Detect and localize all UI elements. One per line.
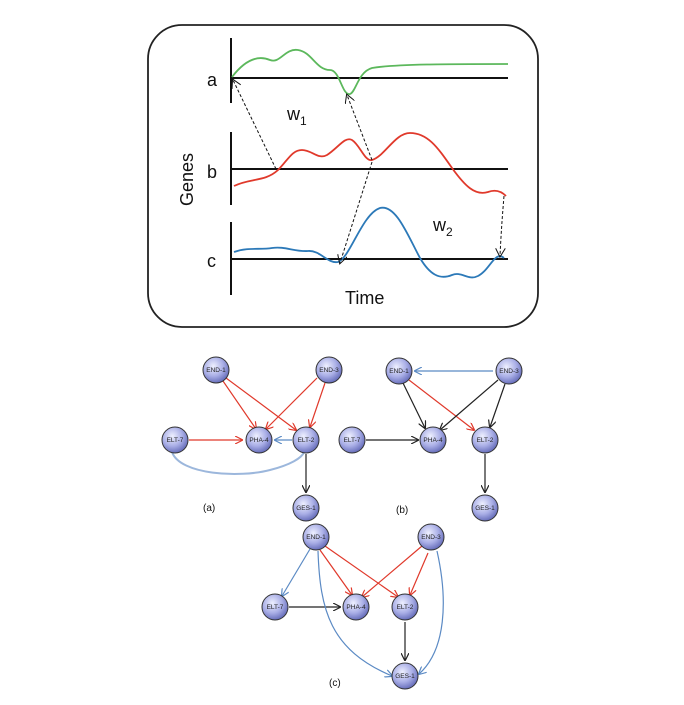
node-b-elt7: [338, 426, 366, 454]
node-a-elt7: [161, 426, 189, 454]
caption-c: (c): [329, 678, 341, 689]
node-c-end1-label: END-1: [306, 534, 326, 541]
dashed-arrow-b-to-a: [233, 80, 277, 170]
edge-b-end3-pha4: [440, 379, 499, 430]
weight-label-w2: w2: [432, 215, 453, 239]
node-c-pha4-label: PHA-4: [346, 604, 366, 611]
node-b-ges1-label: GES-1: [475, 505, 495, 512]
node-b-ges1: [471, 494, 499, 522]
node-c-ges1-label: GES-1: [395, 673, 415, 680]
caption-a: (a): [203, 503, 215, 514]
dashed-arrow-b-to-a-2: [347, 95, 373, 161]
node-b-elt2: [471, 426, 499, 454]
node-c-elt7-label: ELT-7: [267, 604, 284, 611]
w2-subscript: 2: [446, 225, 453, 239]
node-c-ges1: [391, 662, 419, 690]
edge-c-end3-pha4: [362, 545, 423, 597]
edge-c-end1-elt7: [282, 548, 311, 596]
node-b-end1-label: END-1: [389, 368, 409, 375]
node-c-pha4: [342, 593, 370, 621]
x-axis-label: Time: [345, 288, 384, 308]
node-a-elt7-label: ELT-7: [167, 437, 184, 444]
node-a-end1-label: END-1: [206, 367, 226, 374]
edge-c-end3-elt2: [410, 552, 429, 595]
curve-gene-b: [233, 132, 507, 197]
node-c-end1: [302, 523, 330, 551]
node-c-end3-label: END-3: [421, 534, 441, 541]
edge-c-end3-ges1-curve: [419, 550, 444, 674]
edge-a-elt7-elt2-curve: [171, 451, 305, 475]
edge-b-end1-elt2: [408, 379, 474, 430]
gene-label-c: c: [207, 251, 216, 271]
caption-b: (b): [396, 505, 408, 516]
gene-label-b: b: [207, 162, 217, 182]
node-c-elt2-label: ELT-2: [397, 604, 414, 611]
time-series-panel: a b c Genes Time w1 w2: [147, 24, 539, 328]
node-b-end1: [385, 357, 413, 385]
gene-label-a: a: [207, 70, 218, 90]
node-b-end3-label: END-3: [499, 368, 519, 375]
edge-b-end3-elt2: [490, 383, 506, 427]
node-b-pha4-label: PHA-4: [423, 437, 443, 444]
w1-subscript: 1: [300, 114, 307, 128]
node-b-end3: [495, 357, 523, 385]
w1-base: w: [286, 104, 301, 124]
node-b-pha4: [419, 426, 447, 454]
node-c-end3: [417, 523, 445, 551]
node-b-elt7-label: ELT-7: [344, 437, 361, 444]
node-c-elt2: [391, 593, 419, 621]
network-b: END-1 END-3 ELT-7 PHA-4 ELT-2 GES-1 (b): [338, 357, 523, 522]
edge-c-end1-pha4: [319, 549, 352, 595]
network-c: END-1 END-3 ELT-7 PHA-4 ELT-2 GES-1 (c): [261, 523, 445, 690]
node-a-pha4-label: PHA-4: [249, 437, 269, 444]
node-c-elt7: [261, 593, 289, 621]
node-a-end3: [315, 356, 343, 384]
curve-gene-c: [233, 207, 505, 279]
node-a-ges1-label: GES-1: [296, 505, 316, 512]
y-axis-label: Genes: [177, 153, 197, 206]
dashed-arrow-b-to-c: [340, 161, 373, 263]
node-b-elt2-label: ELT-2: [477, 437, 494, 444]
node-a-end3-label: END-3: [319, 367, 339, 374]
node-a-elt2-label: ELT-2: [298, 437, 315, 444]
node-a-pha4: [245, 426, 273, 454]
network-a: END-1 END-3 ELT-7 PHA-4 ELT-2 GES-1 (a): [161, 356, 343, 522]
edge-a-end3-pha4: [266, 377, 318, 429]
edge-c-end1-elt2: [324, 545, 398, 597]
curve-gene-a: [231, 49, 509, 95]
weight-label-w1: w1: [286, 104, 307, 128]
edge-a-end3-elt2: [310, 382, 326, 427]
edge-a-end1-pha4: [222, 380, 256, 429]
dashed-arrow-b-to-c-2: [500, 195, 504, 256]
w2-base: w: [432, 215, 447, 235]
edge-a-end1-elt2: [225, 377, 296, 430]
edge-b-end1-pha4: [402, 382, 425, 428]
panel-frame: [147, 24, 539, 328]
edge-c-end1-ges1-curve: [317, 550, 392, 676]
node-a-end1: [202, 356, 230, 384]
node-a-elt2: [292, 426, 320, 454]
node-a-ges1: [292, 494, 320, 522]
